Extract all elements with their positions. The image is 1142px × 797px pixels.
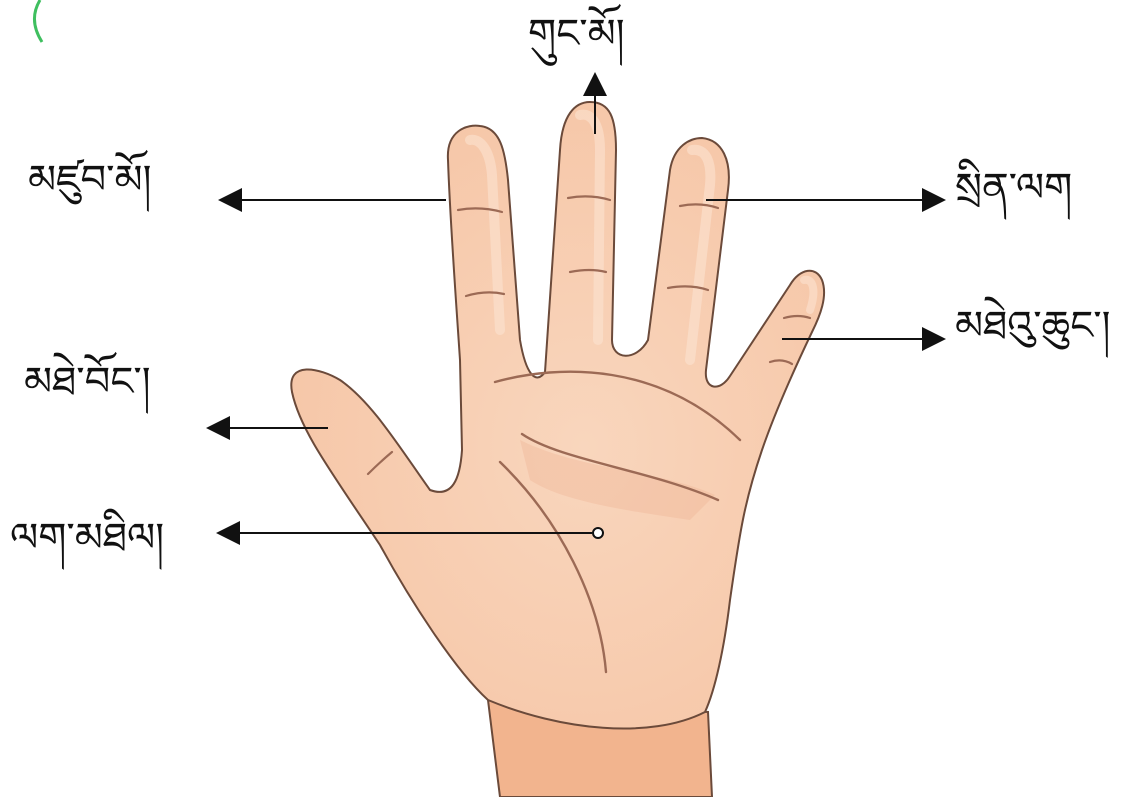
label-ring-finger: སྲིན་ལག <box>955 168 1072 208</box>
label-index-finger: མཛུབ་མོ། <box>28 160 151 200</box>
hand-outline <box>291 102 824 729</box>
label-thumb: མཐེ་བོང་། <box>24 362 151 402</box>
label-middle-finger: གུང་མོ། <box>528 14 625 54</box>
label-palm: ལག་མཐིལ། <box>10 518 164 558</box>
label-little-finger: མཐེའུ་ཆུང་། <box>955 306 1110 346</box>
decorative-arc <box>34 0 42 42</box>
palm-point <box>593 528 603 538</box>
